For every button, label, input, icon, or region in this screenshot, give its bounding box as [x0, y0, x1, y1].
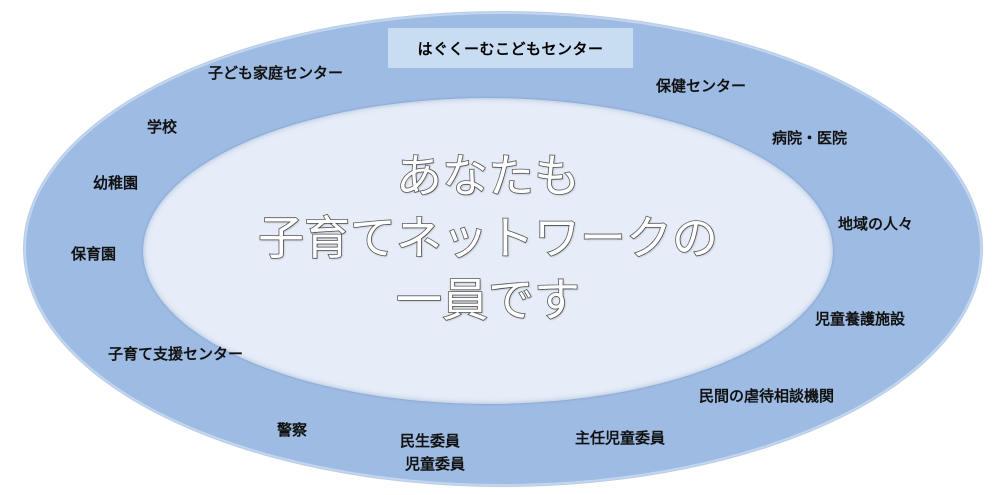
center-message-line-1: あなたも	[395, 148, 581, 204]
node-keisatsu: 警察	[277, 421, 308, 439]
node-hoikuen: 保育園	[71, 245, 117, 263]
center-message-line-3: 一員です	[395, 272, 581, 328]
inner-center-ellipse	[143, 98, 833, 404]
node-minsei-iin: 民生委員	[400, 432, 461, 450]
node-byoin-iin: 病院・医院	[772, 129, 848, 147]
node-yochien: 幼稚園	[93, 174, 139, 192]
node-minkan-gyakutai-soudan: 民間の虐待相談機関	[699, 387, 835, 405]
node-chiiki-hitobito: 地域の人々	[838, 215, 914, 233]
node-shunin-jido-iin: 主任児童委員	[575, 429, 666, 447]
node-jido-iin: 児童委員	[405, 455, 466, 473]
center-name-banner: はぐくーむこどもセンター	[388, 28, 633, 68]
center-message-line-2: 子育てネットワークの	[257, 210, 719, 266]
center-message: あなたも 子育てネットワークの 一員です	[143, 145, 833, 331]
node-jido-yogo-shisetsu: 児童養護施設	[815, 310, 906, 328]
node-hoken-center: 保健センター	[656, 77, 747, 95]
node-gakko: 学校	[147, 118, 178, 136]
node-kosodate-shien-center: 子育て支援センター	[108, 345, 244, 363]
node-kodomo-katei-center: 子ども家庭センター	[208, 64, 344, 82]
